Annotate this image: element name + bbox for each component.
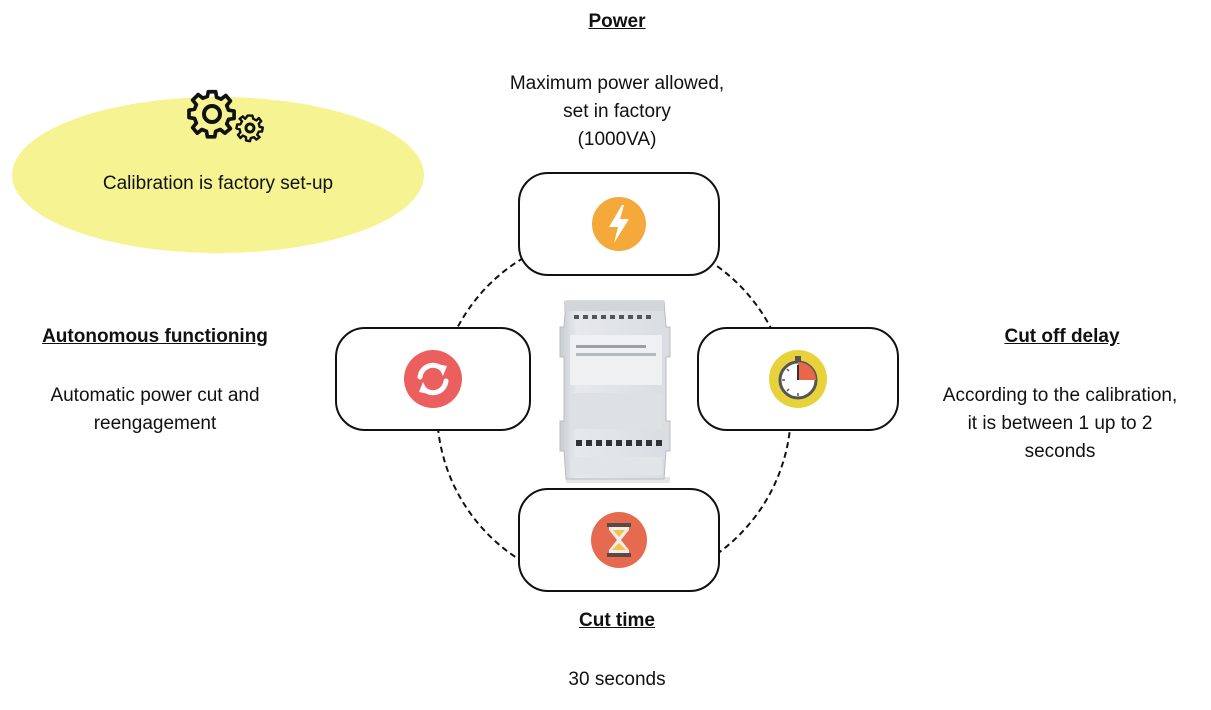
autonomous-description: Automatic power cut and reengagement: [5, 382, 305, 438]
cut-time-heading: Cut time: [579, 610, 655, 631]
autonomous-line-1: Automatic power cut and: [50, 385, 260, 406]
cut-off-delay-card: [697, 327, 899, 431]
autonomous-card: [335, 327, 531, 431]
cut-off-delay-line-2: it is between 1 up to 2: [967, 413, 1153, 434]
calibration-text: Calibration is factory set-up: [102, 173, 334, 194]
lightning-bolt-icon: [592, 197, 646, 251]
cut-time-card: [518, 488, 720, 592]
power-card: [518, 172, 720, 276]
cut-off-delay-heading: Cut off delay: [1004, 326, 1120, 347]
power-line-2: set in factory: [563, 101, 671, 122]
cut-time-description: 30 seconds: [467, 666, 767, 694]
autonomous-line-2: reengagement: [93, 413, 217, 434]
stopwatch-icon: [769, 350, 827, 408]
power-line-1: Maximum power allowed,: [509, 73, 725, 94]
gears-icon: [182, 84, 278, 144]
din-rail-module-image: [556, 297, 674, 483]
cut-time-line-1: 30 seconds: [568, 669, 666, 690]
hourglass-icon: [591, 512, 647, 568]
power-heading: Power: [588, 11, 646, 32]
power-line-3: (1000VA): [577, 129, 657, 150]
cut-off-delay-description: According to the calibration, it is betw…: [910, 382, 1210, 466]
power-description: Maximum power allowed, set in factory (1…: [417, 70, 817, 154]
cut-off-delay-line-3: seconds: [1024, 441, 1096, 462]
refresh-arrows-icon: [404, 350, 462, 408]
cut-off-delay-line-1: According to the calibration,: [942, 385, 1178, 406]
calibration-bubble: [12, 97, 424, 253]
autonomous-heading: Autonomous functioning: [42, 326, 268, 347]
